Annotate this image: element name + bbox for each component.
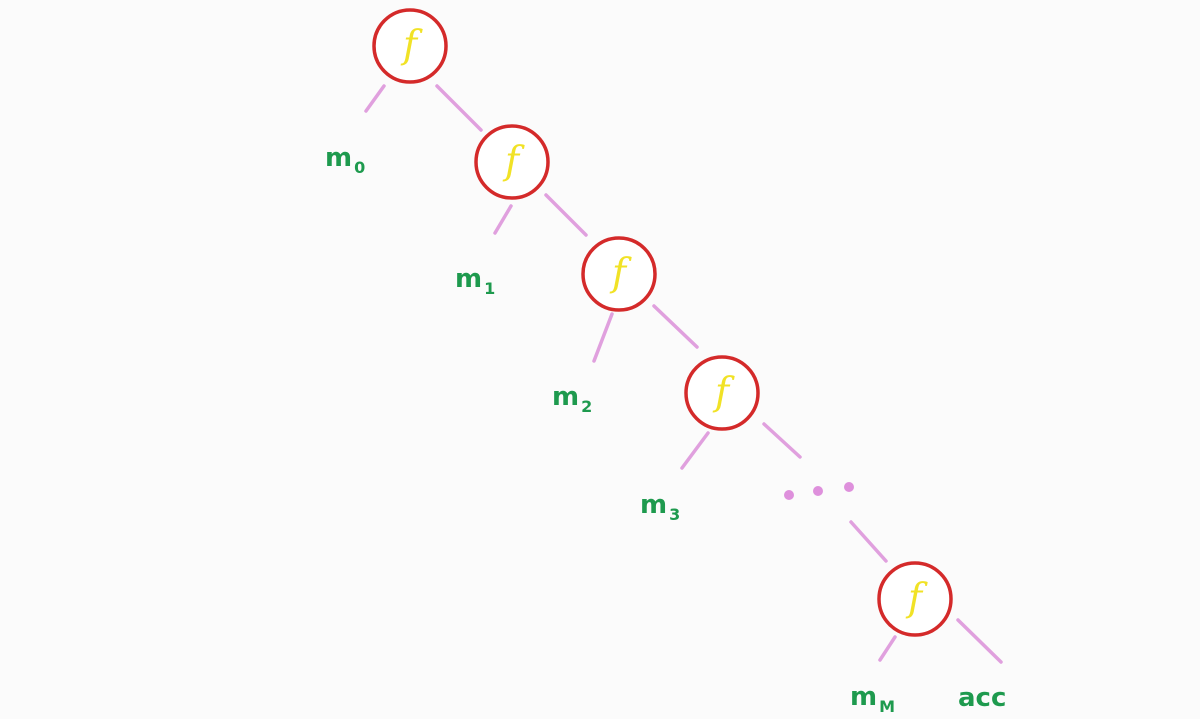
function-node-n3: f: [684, 355, 760, 431]
edge-n0-to-m0: [364, 84, 386, 113]
edge-n3-to-m3: [680, 431, 710, 470]
node-circle: [581, 236, 657, 312]
leaf-label-acc: acc: [958, 683, 1006, 713]
leaf-base: m: [640, 490, 667, 520]
ellipsis-dot: [784, 490, 794, 500]
function-node-n4: f: [877, 561, 953, 637]
edge-n4-to-mM: [878, 635, 897, 662]
edge-n2-to-n3: [652, 304, 699, 349]
edge-n1-to-n2: [544, 193, 588, 237]
leaf-subscript: 1: [484, 279, 495, 298]
ellipsis: [784, 482, 854, 500]
edge-n0-to-n1: [435, 84, 483, 132]
leaf-base: m: [850, 682, 877, 712]
edge-n1-to-m1: [493, 204, 513, 235]
leaf-subscript: 0: [354, 158, 365, 177]
leaf-base: m: [325, 143, 352, 173]
edge-n3-to-ellipsis: [762, 422, 802, 459]
edge-n4-to-acc: [956, 618, 1003, 664]
edge-ellipsis-to-n4: [849, 520, 888, 563]
ellipsis-dot: [844, 482, 854, 492]
function-node-n2: f: [581, 236, 657, 312]
edge-n2-to-m2: [592, 312, 614, 363]
leaf-subscript: 2: [581, 397, 592, 416]
function-node-n0: f: [372, 8, 448, 84]
node-circle: [474, 124, 550, 200]
node-circle: [372, 8, 448, 84]
node-circle: [684, 355, 760, 431]
leaf-base: acc: [958, 683, 1006, 713]
leaf-base: m: [455, 264, 482, 294]
function-node-n1: f: [474, 124, 550, 200]
node-circle: [877, 561, 953, 637]
leaf-subscript: 3: [669, 505, 680, 524]
ellipsis-dot: [813, 486, 823, 496]
edges: [364, 84, 1003, 664]
leaf-subscript: M: [879, 697, 895, 716]
leaf-base: m: [552, 382, 579, 412]
